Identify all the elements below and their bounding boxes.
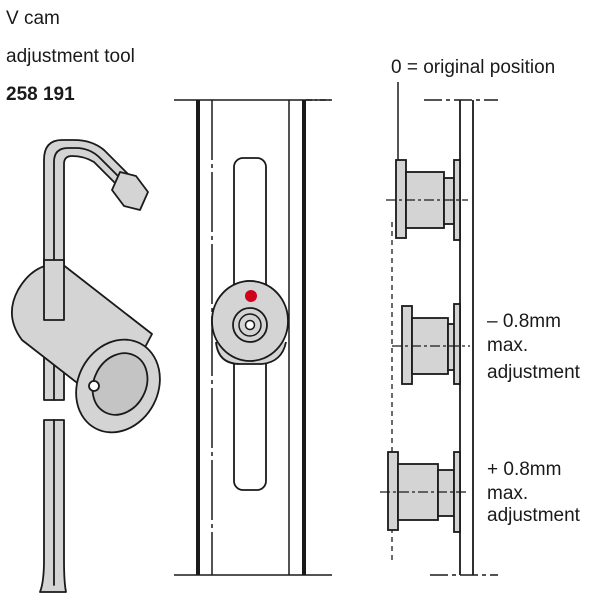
front-red-marker	[245, 290, 257, 302]
cam-side-view	[380, 82, 498, 576]
original-position-label: 0 = original position	[391, 57, 556, 78]
minus-adjustment-value: – 0.8mm	[487, 311, 561, 332]
tool-rod-front	[43, 259, 65, 321]
tool-cylinder-bore	[91, 352, 149, 416]
side-cam-plus	[380, 451, 468, 533]
tool-hex-tip	[111, 171, 149, 211]
adjustment-tool-drawing	[11, 139, 161, 593]
tool-pin	[88, 380, 100, 392]
minus-adjustment-word: adjustment	[487, 362, 580, 383]
plus-adjustment-max: max.	[487, 483, 529, 504]
tool-name-line-2: adjustment tool	[6, 46, 135, 67]
tool-lower-shaft	[39, 419, 67, 593]
side-cam-original	[386, 159, 468, 241]
part-number: 258 191	[6, 84, 75, 105]
tool-name-line-1: V cam	[6, 8, 60, 29]
cam-front-view	[174, 99, 332, 576]
side-cam-minus	[392, 303, 470, 385]
minus-adjustment-max: max.	[487, 335, 529, 356]
tool-handle-edge	[53, 147, 123, 401]
plus-adjustment-value: + 0.8mm	[487, 459, 562, 480]
plus-adjustment-word: adjustment	[487, 505, 580, 526]
